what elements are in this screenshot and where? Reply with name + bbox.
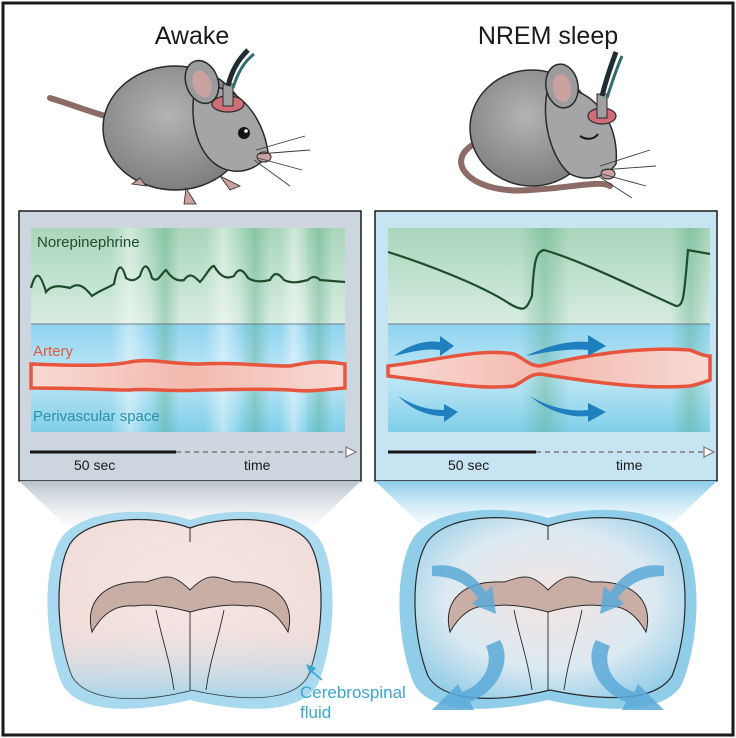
zoom-funnel-awake bbox=[19, 481, 361, 524]
norepinephrine-trace-awake bbox=[29, 264, 346, 298]
norepinephrine-label: Norepinephrine bbox=[37, 234, 140, 251]
nrem-title: NREM sleep bbox=[478, 22, 618, 50]
csf-label-line2: fluid bbox=[300, 703, 331, 722]
scale-label-awake: 50 sec bbox=[74, 457, 115, 473]
ventricle-nrem bbox=[448, 576, 648, 634]
mouse-sleeping-icon bbox=[458, 51, 657, 199]
awake-panel: Norepinephrine Artery Perivascular space… bbox=[18, 210, 362, 482]
time-label-awake: time bbox=[244, 457, 271, 473]
mouse-awake-icon bbox=[47, 48, 311, 205]
scale-label-nrem: 50 sec bbox=[448, 457, 489, 473]
brain-section-awake bbox=[47, 511, 333, 709]
ventricle-awake bbox=[90, 576, 290, 634]
norepinephrine-trace-nrem bbox=[387, 248, 711, 310]
perivascular-label: Perivascular space bbox=[33, 408, 160, 425]
nrem-panel: 50 sec time bbox=[374, 210, 718, 482]
awake-title: Awake bbox=[155, 22, 230, 50]
csf-flow-arrows-nrem bbox=[432, 565, 664, 710]
flow-arrows-nrem bbox=[394, 335, 606, 422]
csf-label-line1: Cerebrospinal bbox=[300, 683, 406, 702]
artery-vessel-awake bbox=[29, 358, 347, 393]
artery-vessel-nrem bbox=[386, 347, 712, 389]
artery-label: Artery bbox=[33, 343, 74, 360]
time-label-nrem: time bbox=[616, 457, 643, 473]
brain-section-nrem bbox=[399, 509, 697, 710]
